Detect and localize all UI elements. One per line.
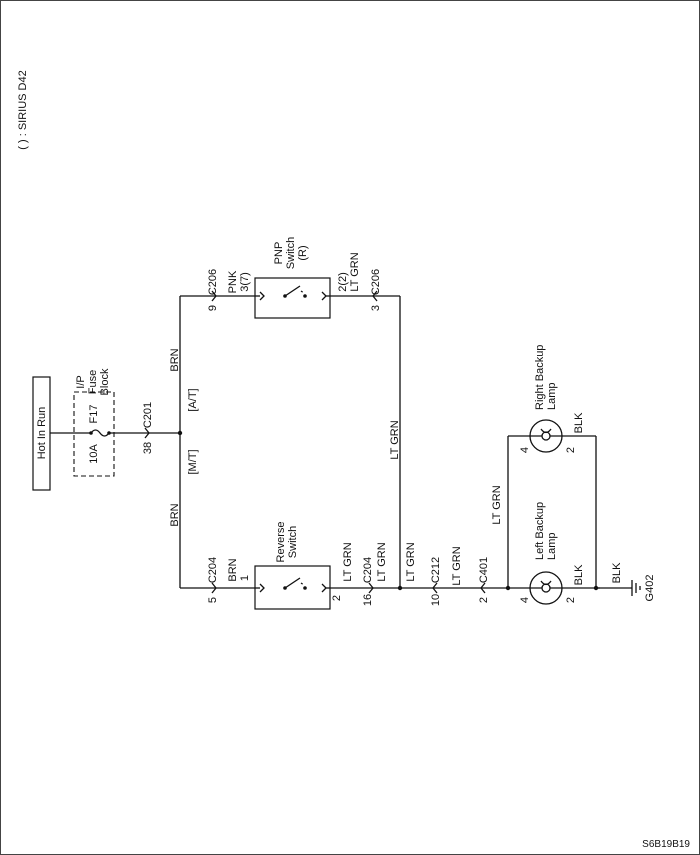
connector-c201-pin: 38 — [142, 442, 154, 454]
left-lamp-pin-out: 2 — [565, 597, 577, 603]
reverse-pin-in: 1 — [239, 575, 251, 581]
reverse-switch-box — [254, 565, 331, 610]
wire-color-brn-lower: BRN — [169, 503, 181, 526]
fuse-block-name2: Fuse — [87, 370, 99, 394]
pnp-switch-line1: PNP — [273, 242, 285, 265]
connector-c204-in-pin: 5 — [207, 597, 219, 603]
fuse-block-outline — [73, 391, 115, 477]
wire-color-ltgrn-lamp: LT GRN — [491, 485, 503, 524]
right-lamp-symbol — [529, 419, 563, 453]
connector-c401-pin: 2 — [478, 597, 490, 603]
source-label: Hot In Run — [36, 407, 48, 460]
connector-c204-out-symbol — [368, 582, 374, 594]
ground-name: G402 — [644, 575, 656, 602]
wire-color-ltgrn-splice: LT GRN — [405, 542, 417, 581]
fuse-rating: 10A — [88, 444, 100, 464]
wire-color-ltgrn-reverse: LT GRN — [342, 542, 354, 581]
pnp-switch-line2: Switch — [285, 237, 297, 269]
connector-c204-out-pin: 16 — [362, 594, 374, 606]
wire-color-pnk: PNK — [227, 270, 239, 293]
left-lamp-line2: Lamp — [546, 532, 558, 560]
connector-c401-symbol — [480, 582, 486, 594]
right-lamp-pin-in: 4 — [519, 447, 531, 453]
fuse-id: F17 — [88, 405, 100, 424]
connector-c204-in-symbol — [211, 582, 217, 594]
left-lamp-line1: Left Backup — [534, 502, 546, 560]
right-lamp-pin-out: 2 — [565, 447, 577, 453]
connector-c212-pin: 10 — [430, 594, 442, 606]
pnp-switch-line3: (R) — [297, 245, 309, 260]
connector-c206-in-pin: 9 — [207, 305, 219, 311]
splice-ltgrn — [397, 585, 403, 591]
pnp-switch-symbol — [255, 285, 330, 301]
connector-c201-name: C201 — [142, 402, 154, 428]
reverse-pin-out: 2 — [331, 595, 343, 601]
reverse-switch-symbol — [255, 577, 330, 593]
connector-c401-name: C401 — [478, 557, 490, 583]
connector-c204-out-name: C204 — [362, 557, 374, 583]
wire-color-blk-right: BLK — [573, 412, 585, 433]
connector-c206-in-name: C206 — [207, 269, 219, 295]
wire-color-blk-left: BLK — [573, 564, 585, 585]
wire-color-brn-reverse: BRN — [227, 558, 239, 581]
pnp-switch-box — [254, 277, 331, 319]
reverse-switch-line1: Reverse — [275, 522, 287, 563]
wire-color-ltgrn-vertical: LT GRN — [389, 420, 401, 459]
connector-c206-in-symbol — [211, 290, 217, 302]
connector-c206-out-name: C206 — [370, 269, 382, 295]
connector-c204-in-name: C204 — [207, 557, 219, 583]
figure-id: S6B19B19 — [642, 839, 690, 850]
pnp-pin-out: 2(2) — [337, 272, 349, 292]
connector-c201-symbol — [144, 427, 150, 439]
wire-color-ltgrn-c204: LT GRN — [376, 542, 388, 581]
option-note: ( ) : SIRIUS D42 — [17, 70, 29, 149]
connector-c206-out-pin: 3 — [370, 305, 382, 311]
right-lamp-line1: Right Backup — [534, 345, 546, 410]
wire-color-ltgrn-pnp: LT GRN — [349, 252, 361, 291]
reverse-switch-line2: Switch — [287, 526, 299, 558]
option-at: [A/T] — [187, 388, 199, 411]
fuse-block-name: I/P — [75, 375, 87, 388]
wire-color-ltgrn-c212: LT GRN — [451, 546, 463, 585]
fuse-block-name3: Block — [99, 368, 111, 395]
ground-symbol — [631, 580, 641, 596]
right-lamp-line2: Lamp — [546, 382, 558, 410]
connector-c212-name: C212 — [430, 557, 442, 583]
fuse-symbol — [89, 429, 111, 437]
pnp-pin-in: 3(7) — [239, 272, 251, 292]
connector-c206-out-symbol — [372, 290, 378, 302]
option-mt: [M/T] — [187, 449, 199, 474]
left-lamp-symbol — [529, 571, 563, 605]
connector-c212-symbol — [432, 582, 438, 594]
wire-color-blk-ground: BLK — [611, 562, 623, 583]
wire-color-brn-upper: BRN — [169, 348, 181, 371]
left-lamp-pin-in: 4 — [519, 597, 531, 603]
